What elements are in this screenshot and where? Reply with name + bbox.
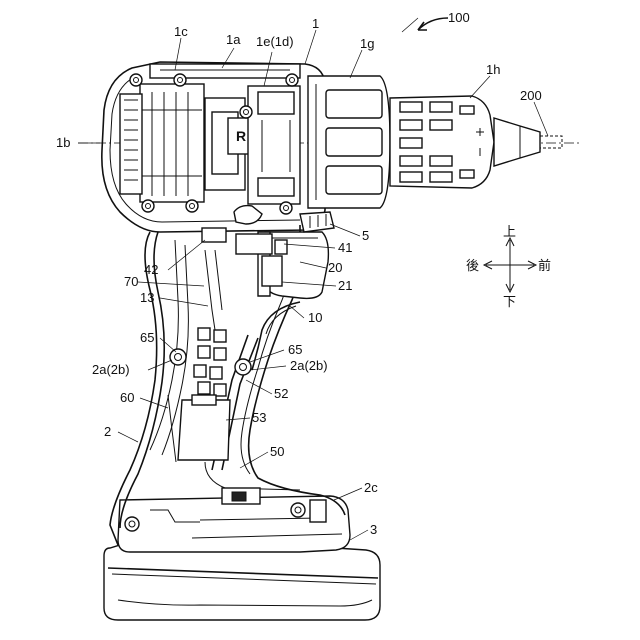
label-2a-right: 2a(2b): [290, 358, 328, 373]
clutch-ring: [308, 76, 390, 208]
label-5: 5: [362, 228, 369, 243]
label-60: 60: [120, 390, 134, 405]
label-65-right: 65: [288, 342, 302, 357]
label-70: 70: [124, 274, 138, 289]
label-1e: 1e(1d): [256, 34, 294, 49]
label-21: 21: [338, 278, 352, 293]
label-2: 2: [104, 424, 111, 439]
chuck: [390, 96, 562, 188]
direction-indicator: [484, 238, 536, 292]
label-up: 上: [503, 225, 516, 240]
label-1h: 1h: [486, 62, 500, 77]
label-50: 50: [270, 444, 284, 459]
label-52: 52: [274, 386, 288, 401]
label-200: 200: [520, 88, 542, 103]
label-13: 13: [140, 290, 154, 305]
label-switch-letter: R: [236, 128, 246, 144]
label-2c: 2c: [364, 480, 378, 495]
label-20: 20: [328, 260, 342, 275]
label-100: 100: [448, 10, 470, 25]
battery-pack: [104, 496, 380, 620]
label-10: 10: [308, 310, 322, 325]
label-2a-left: 2a(2b): [92, 362, 130, 377]
label-1b: 1b: [56, 135, 70, 150]
label-65-left: 65: [140, 330, 154, 345]
label-53: 53: [252, 410, 266, 425]
label-down: 下: [503, 295, 516, 310]
label-1a: 1a: [226, 32, 241, 47]
label-1g: 1g: [360, 36, 374, 51]
label-42: 42: [144, 262, 158, 277]
label-1c: 1c: [174, 24, 188, 39]
label-front: 前: [538, 258, 551, 274]
label-3: 3: [370, 522, 377, 537]
label-back: 後: [466, 259, 479, 274]
label-41: 41: [338, 240, 352, 255]
label-1: 1: [312, 16, 319, 31]
